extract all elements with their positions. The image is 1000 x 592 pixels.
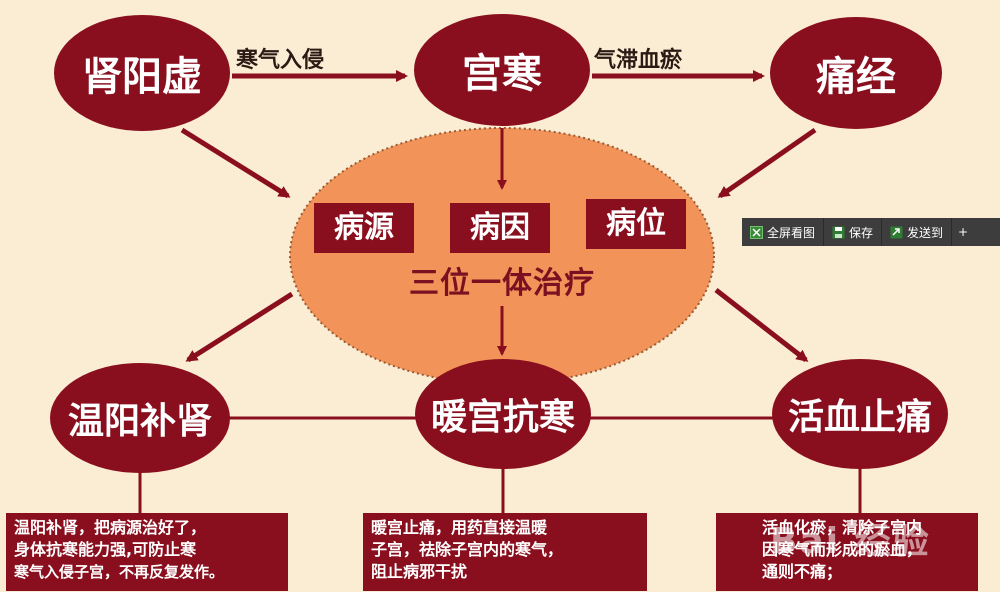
- arrow-center-to-warm-yang: [185, 291, 294, 363]
- arrow-kidney-to-center: [180, 127, 291, 199]
- desc-warm-yang-line-3: 寒气入侵子宫，不再反复发作。: [14, 563, 225, 581]
- desc-activate-blood-line-1: 活血化瘀，清除子宫内: [762, 518, 923, 537]
- desc-activate-blood-line-3: 通则不痛；: [762, 562, 843, 581]
- desc-warm-yang-line-1: 温阳补肾，把病源治好了，: [14, 518, 207, 537]
- desc-warm-uterus: 暖宫止痛，用药直接温暖 子宫，祛除子宫内的寒气， 阻止病邪干扰: [363, 513, 647, 591]
- edge-label-qi-stagnation: 气滞血瘀: [594, 48, 683, 73]
- tag-disease-location: 病位: [586, 199, 686, 249]
- save-button[interactable]: 保存: [824, 218, 883, 246]
- center-title: 三位一体治疗: [409, 266, 595, 301]
- tag-disease-cause: 病因: [450, 203, 550, 253]
- send-to-button[interactable]: 发送到: [882, 218, 953, 246]
- node-dysmenorrhea-shape: [770, 17, 942, 129]
- node-activate-blood-label: 活血止痛: [787, 397, 932, 438]
- node-uterine-cold-label: 宫寒: [462, 51, 542, 97]
- fullscreen-icon: [750, 225, 763, 239]
- desc-warm-uterus-line-3: 阻止病邪干扰: [371, 562, 468, 581]
- more-label: +: [958, 225, 969, 239]
- desc-activate-blood: 活血化瘀，清除子宫内 因寒气而形成的瘀血， 通则不痛；: [716, 513, 978, 591]
- node-warm-uterus-shape: [415, 359, 591, 469]
- node-activate-blood-shape: [772, 359, 948, 469]
- send-to-label: 发送到: [907, 225, 944, 240]
- tag-disease-source: 病源: [314, 203, 414, 253]
- desc-activate-blood-line-2: 因寒气而形成的瘀血，: [762, 540, 923, 559]
- arrow-dysmenorrhea-to-center: [717, 127, 817, 199]
- desc-warm-uterus-line-2: 子宫，祛除子宫内的寒气，: [371, 540, 564, 559]
- send-icon: [890, 226, 903, 238]
- more-button[interactable]: +: [952, 218, 974, 246]
- desc-warm-yang-line-2: 身体抗寒能力强,可防止寒: [14, 540, 197, 559]
- fullscreen-label: 全屏看图: [767, 225, 816, 240]
- save-icon: [832, 226, 845, 238]
- node-warm-uterus-label: 暖宫抗寒: [430, 397, 575, 438]
- node-warm-yang-label: 温阳补肾: [67, 401, 212, 442]
- node-kidney-yang-shape: [54, 15, 230, 131]
- node-warm-yang-shape: [50, 363, 230, 473]
- fullscreen-button[interactable]: 全屏看图: [742, 218, 825, 246]
- image-toolbar: 全屏看图 保存 发送到 +: [742, 218, 1000, 246]
- node-dysmenorrhea-label: 痛经: [816, 54, 896, 100]
- desc-warm-uterus-line-1: 暖宫止痛，用药直接温暖: [371, 518, 548, 537]
- save-label: 保存: [849, 225, 874, 240]
- node-uterine-cold-shape: [414, 14, 590, 126]
- desc-warm-yang: 温阳补肾，把病源治好了， 身体抗寒能力强,可防止寒 寒气入侵子宫，不再反复发作。: [6, 513, 288, 591]
- watermark: Bai 经验: [770, 521, 931, 562]
- node-kidney-yang-label: 肾阳虚: [82, 54, 202, 100]
- arrow-center-to-activate-blood: [714, 288, 809, 362]
- edge-label-cold-invasion: 寒气入侵: [236, 48, 325, 73]
